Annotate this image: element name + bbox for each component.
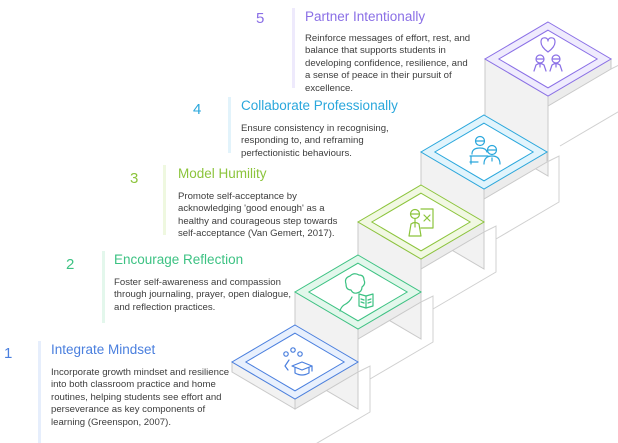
- icon-stroke: [540, 37, 556, 53]
- step-description: Reinforce messages of effort, rest, and …: [305, 33, 471, 94]
- step-accent-bar: [228, 97, 231, 153]
- step-shadow-edge: [559, 64, 618, 147]
- step-block-1: [231, 324, 371, 443]
- step-inner-face: [433, 122, 535, 182]
- step-description: Ensure consistency in recognising, respo…: [241, 123, 389, 159]
- step-description: Incorporate growth mindset and resilienc…: [51, 367, 230, 428]
- step-number: 5: [256, 10, 265, 27]
- step-block-2: [294, 254, 434, 410]
- step-inner-face: [244, 332, 346, 392]
- colleagues-meeting-icon: [469, 135, 501, 165]
- icon-stroke: [423, 214, 431, 222]
- step-title: Collaborate Professionally: [241, 98, 398, 113]
- step-accent-bar: [292, 8, 295, 88]
- icon-stroke: [367, 301, 372, 304]
- step-number: 1: [4, 345, 13, 362]
- icon-stroke: [367, 298, 372, 301]
- step-number: 4: [193, 101, 202, 118]
- step-shadow-edge: [432, 225, 497, 310]
- step-accent-bar: [102, 251, 105, 323]
- icon-stroke: [483, 155, 501, 165]
- step-inner-face: [497, 29, 599, 89]
- graduation-cap-ideas-icon: [283, 347, 313, 376]
- step-title: Integrate Mindset: [51, 342, 156, 357]
- icon-stroke: [297, 351, 303, 357]
- step-description: Promote self-acceptance by acknowledging…: [178, 191, 338, 240]
- icon-stroke: [471, 147, 488, 155]
- partners-heart-icon: [533, 37, 563, 72]
- teacher-board-icon: [408, 208, 434, 237]
- step-shadow-edge: [495, 155, 560, 240]
- step-number: 3: [130, 170, 139, 187]
- step-title: Encourage Reflection: [114, 252, 244, 267]
- icon-stroke: [283, 351, 289, 357]
- icon-stroke: [294, 367, 310, 376]
- step-inner-face: [307, 262, 409, 322]
- step-title: Model Humility: [178, 166, 267, 181]
- icon-stroke: [360, 301, 365, 304]
- step-description: Foster self-awareness and compassion thr…: [114, 277, 292, 313]
- icon-stroke: [344, 273, 366, 294]
- step-accent-bar: [38, 341, 41, 443]
- step-shadow-edge: [369, 295, 434, 380]
- icon-stroke: [284, 359, 290, 371]
- step-inner-face: [370, 192, 472, 252]
- icon-stroke: [360, 298, 365, 301]
- icon-stroke: [420, 208, 434, 229]
- step-number: 2: [66, 256, 75, 273]
- step-accent-bar: [163, 165, 166, 235]
- step-title: Partner Intentionally: [305, 9, 426, 24]
- person-reading-book-icon: [339, 273, 374, 312]
- icon-stroke: [290, 347, 296, 353]
- step-shadow-edge: [316, 365, 371, 443]
- icon-stroke: [339, 296, 353, 312]
